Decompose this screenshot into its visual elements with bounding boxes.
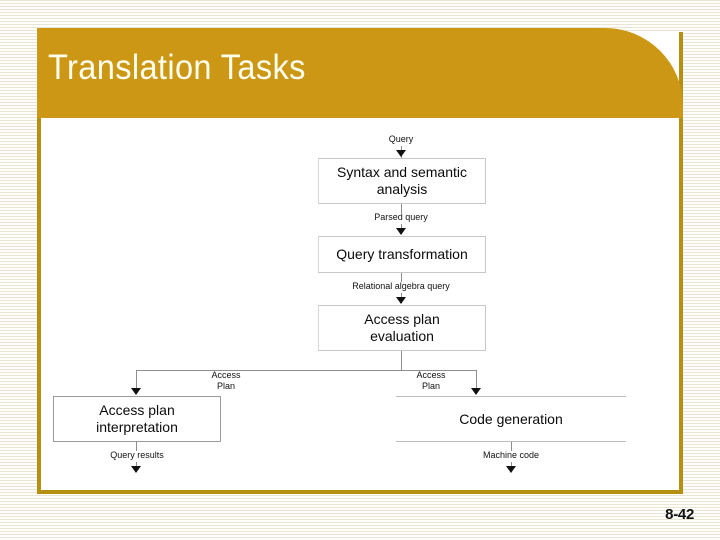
node-label: Access plan evaluation: [364, 311, 440, 344]
node-query-transformation: Query transformation: [318, 236, 486, 273]
node-syntax-and-semantic-analysis: Syntax and semantic analysis: [318, 158, 486, 204]
edge-label-query-results: Query results: [110, 450, 164, 460]
slide-header-band: Translation Tasks: [37, 28, 683, 118]
slide-page-number: 8-42: [665, 506, 694, 523]
edge-label-query: Query: [388, 134, 414, 144]
node-code-generation: Code generation: [396, 396, 626, 442]
node-label: Access plan interpretation: [96, 402, 178, 435]
arrowhead-into-access-plan-evaluation: [396, 297, 406, 304]
node-label: Query transformation: [336, 246, 468, 263]
node-label: Syntax and semantic analysis: [337, 164, 467, 197]
connector-relalg-upper: [401, 273, 402, 282]
connector-right-branch-drop: [476, 370, 477, 394]
arrowhead-into-query-transformation: [396, 228, 406, 235]
edge-label-access-plan-left: Access Plan: [211, 370, 241, 391]
arrowhead-into-code-generation: [471, 388, 481, 395]
arrowhead-into-access-plan-interpretation: [131, 388, 141, 395]
edge-label-access-plan-right: Access Plan: [416, 370, 446, 391]
connector-parsed-upper: [401, 204, 402, 213]
translation-tasks-flowchart: Query Syntax and semantic analysis Parse…: [41, 118, 679, 490]
arrowhead-query-results-output: [131, 466, 141, 473]
edge-label-machine-code: Machine code: [482, 450, 540, 460]
arrowhead-machine-code-output: [506, 466, 516, 473]
edge-label-relational-algebra-query: Relational algebra query: [352, 281, 450, 291]
node-access-plan-interpretation: Access plan interpretation: [53, 396, 221, 442]
connector-machine-upper: [511, 442, 512, 451]
arrowhead-into-syntax: [396, 150, 406, 157]
connector-results-upper: [136, 442, 137, 451]
edge-label-parsed-query: Parsed query: [374, 212, 428, 222]
connector-split-stem: [401, 351, 402, 371]
node-access-plan-evaluation: Access plan evaluation: [318, 305, 486, 351]
page-title: Translation Tasks: [48, 48, 306, 87]
connector-split-bus: [136, 370, 476, 371]
slide: Translation Tasks Query Syntax and seman…: [37, 28, 683, 494]
node-label: Code generation: [459, 410, 563, 427]
connector-left-branch-drop: [136, 370, 137, 394]
